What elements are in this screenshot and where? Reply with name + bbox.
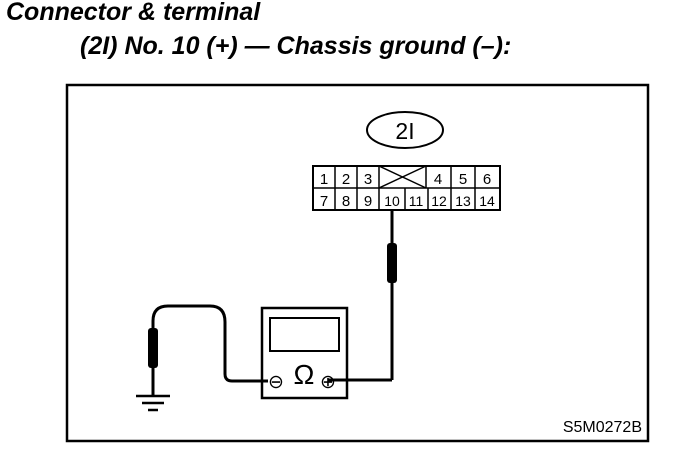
pin-label: 6 (483, 171, 491, 188)
positive-terminal-icon: ⊕ (320, 372, 336, 393)
pin-label: 5 (459, 171, 467, 188)
pin-label: 14 (479, 193, 495, 209)
positive-probe-tip (387, 243, 397, 283)
section-heading: Connector & terminal (6, 0, 261, 26)
pin-label: 9 (364, 193, 372, 210)
ohmmeter-body (260, 306, 349, 400)
figure-code: S5M0272B (563, 419, 642, 436)
ohm-symbol: Ω (294, 359, 315, 390)
chassis-ground-icon (136, 394, 170, 412)
pin-label: 2 (342, 171, 350, 188)
connector-label: 2I (395, 118, 414, 144)
negative-probe-lead (151, 304, 268, 383)
negative-probe-tip (148, 328, 158, 368)
pin-label: 3 (364, 171, 372, 188)
diagram-frame (65, 83, 650, 443)
pin-label: 11 (409, 193, 424, 209)
ohmmeter-display (269, 317, 340, 352)
pin-label: 4 (434, 171, 442, 188)
pin-label: 13 (455, 193, 471, 209)
pin-label: 12 (431, 193, 447, 209)
pin-label: 7 (320, 193, 328, 210)
pin-label: 1 (320, 171, 328, 188)
measurement-heading: (2I) No. 10 (+) — Chassis ground (–): (80, 32, 512, 60)
negative-terminal-icon: ⊖ (268, 372, 284, 393)
connector-label-ellipse (366, 111, 444, 149)
pin-label: 8 (342, 193, 350, 210)
pin-label-target: 10 (384, 193, 400, 209)
